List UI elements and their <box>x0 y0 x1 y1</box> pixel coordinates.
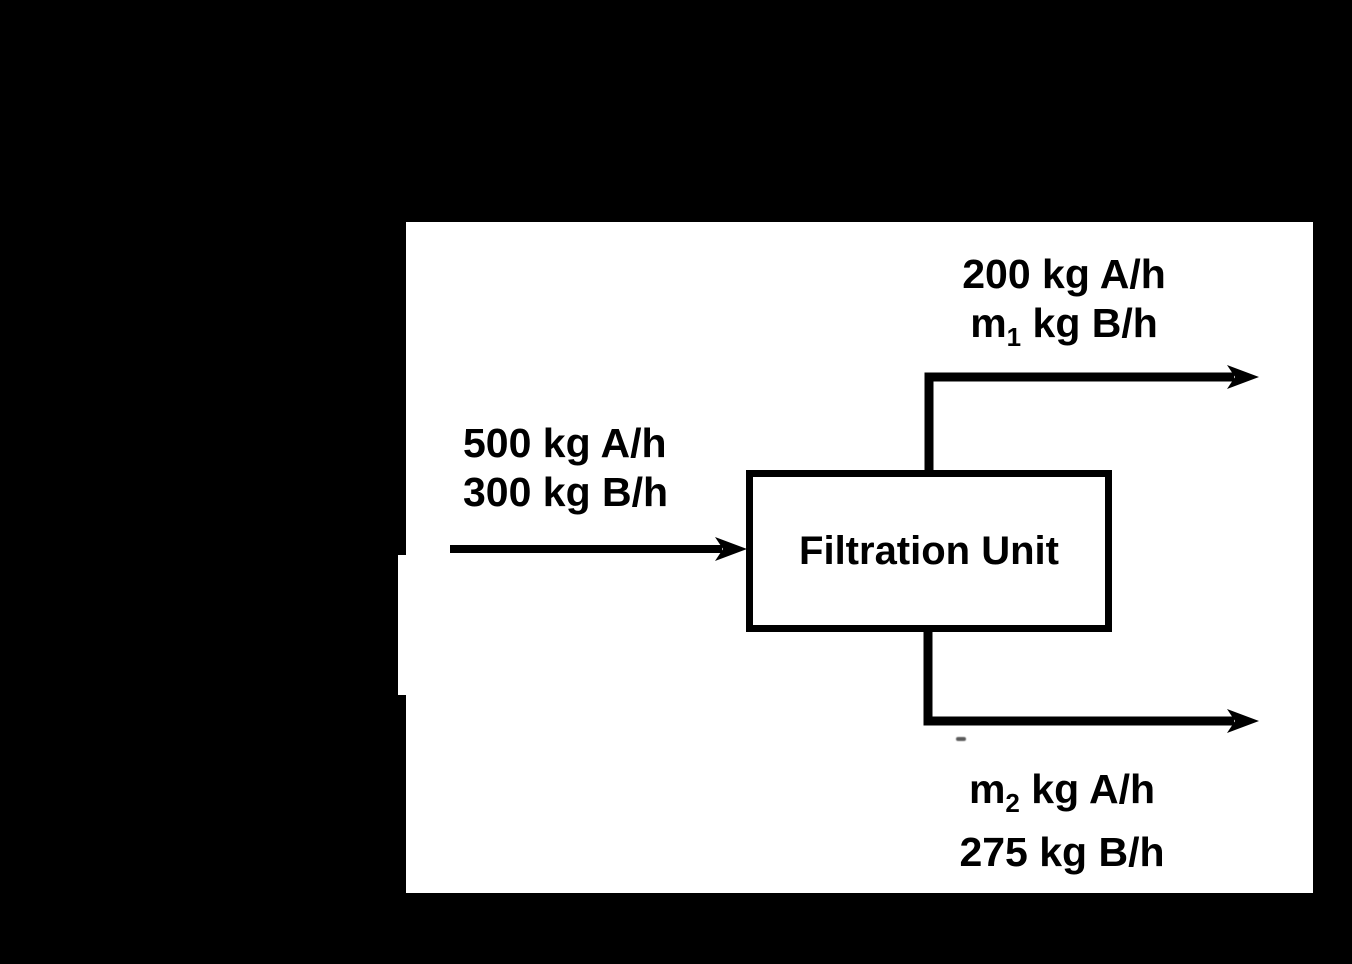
top-product-arrow-shaft <box>924 372 1234 474</box>
flow-diagram-panel: Filtration Unit 500 kg A/h 300 kg B/h 20… <box>406 222 1313 893</box>
bottom-product-arrowhead-icon <box>1227 709 1259 733</box>
panel-edge-tab <box>398 555 408 695</box>
feed-line-2: 300 kg B/h <box>463 469 669 515</box>
filtration-unit-label: Filtration Unit <box>799 528 1059 573</box>
top-product-line-2: m1 kg B/h <box>962 299 1166 362</box>
top-product-label: 200 kg A/h m1 kg B/h <box>962 250 1166 362</box>
artifact-dash <box>956 737 966 741</box>
bottom-product-arrow-shaft <box>923 628 1234 726</box>
filtration-unit-box: Filtration Unit <box>746 470 1112 632</box>
bottom-product-variable: m <box>968 766 1006 812</box>
stream-arrows <box>450 365 1259 733</box>
top-product-subscript: 1 <box>1006 322 1022 352</box>
top-product-units: kg B/h <box>1021 300 1158 346</box>
bottom-product-line-1: m2 kg A/h <box>959 765 1164 828</box>
feed-stream-label: 500 kg A/h 300 kg B/h <box>463 419 668 517</box>
bottom-product-line-2: 275 kg B/h <box>959 829 1165 875</box>
bottom-product-units: kg A/h <box>1019 766 1156 812</box>
top-product-arrowhead-icon <box>1227 365 1259 389</box>
bottom-product-label: m2 kg A/h 275 kg B/h <box>959 765 1164 877</box>
top-product-variable: m <box>970 300 1007 346</box>
top-product-line-1: 200 kg A/h <box>962 251 1166 297</box>
bottom-product-subscript: 2 <box>1005 788 1020 818</box>
feed-line-1: 500 kg A/h <box>463 420 667 466</box>
feed-arrowhead-icon <box>715 537 747 561</box>
